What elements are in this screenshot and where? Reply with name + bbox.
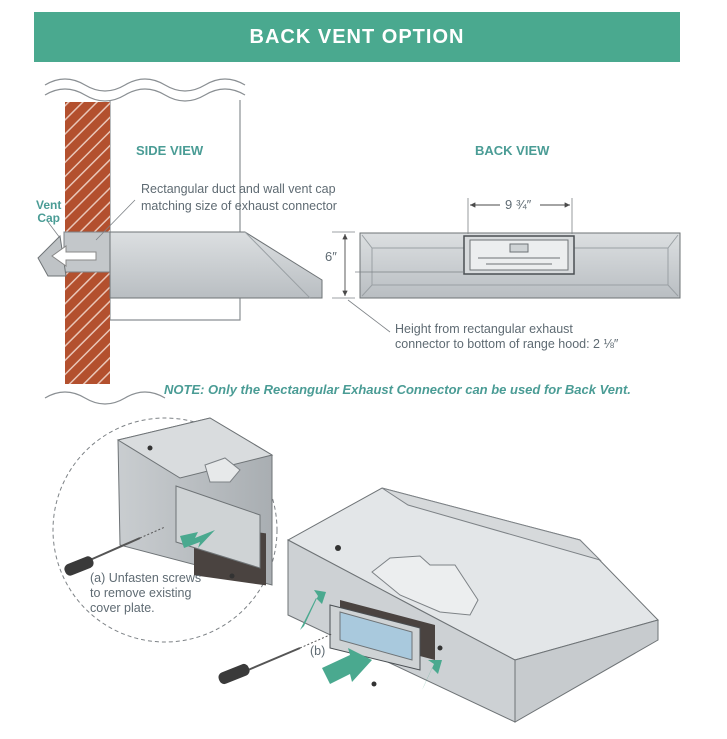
screw-icon [229, 573, 235, 579]
duct-note-line2: matching size of exhaust connector [141, 199, 337, 213]
screwdriver-icon [64, 537, 141, 576]
range-hood-side [109, 231, 323, 299]
height-note-line1: Height from rectangular exhaust [395, 322, 573, 336]
banner-title: BACK VENT OPTION [249, 25, 465, 48]
step-a-line2: to remove existing [90, 586, 192, 600]
back-view-title: BACK VIEW [475, 143, 550, 158]
screwdriver-icon-2 [218, 647, 301, 685]
step-a-text: (a) Unfasten screws to remove existing c… [90, 571, 201, 616]
side-view-drawing [37, 78, 391, 405]
duct-note: Rectangular duct and wall vent cap match… [141, 181, 337, 215]
section-banner: BACK VENT OPTION [34, 12, 680, 62]
height-note-line2: connector to bottom of range hood: 2 ⅛″ [395, 337, 619, 351]
vent-cap-label: Vent Cap [36, 198, 62, 225]
back-view-drawing [355, 198, 681, 299]
step-a-line1: (a) Unfasten screws [90, 571, 202, 585]
range-hood-3d [218, 487, 659, 723]
width-dimension: 9 ¾″ [505, 197, 532, 212]
back-vent-note: NOTE: Only the Rectangular Exhaust Conne… [164, 382, 631, 397]
side-view-title: SIDE VIEW [136, 143, 204, 158]
step-a-line3: cover plate. [90, 601, 155, 615]
height-note: Height from rectangular exhaust connecto… [395, 322, 618, 352]
step-b-label: (b) [310, 644, 326, 658]
airflow-arrow-icon [51, 245, 97, 267]
duct-note-line1: Rectangular duct and wall vent cap [141, 182, 336, 196]
height-dimension: 6″ [325, 249, 337, 264]
detail-circle [52, 417, 278, 643]
